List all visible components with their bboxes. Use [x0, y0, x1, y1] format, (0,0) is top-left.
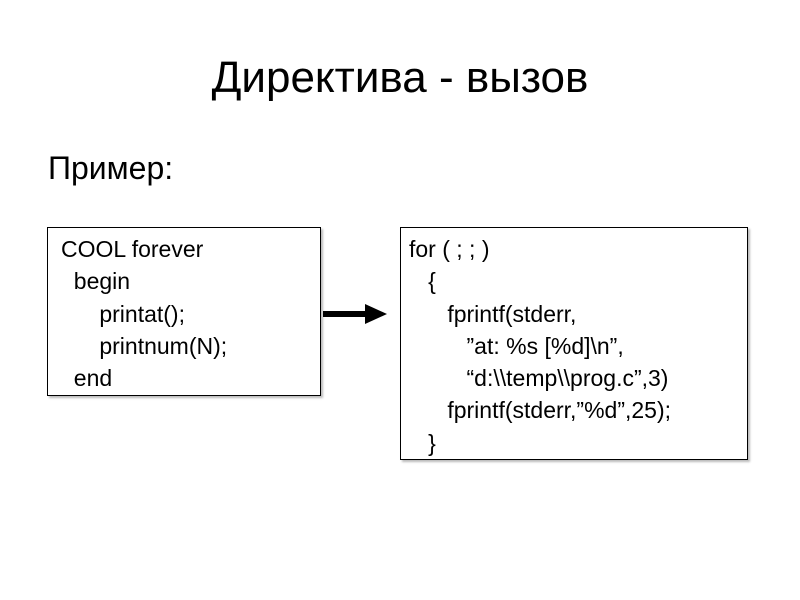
- code-line: {: [409, 268, 436, 295]
- code-line: ”at: %s [%d]\n”,: [409, 332, 624, 359]
- code-line: end: [61, 365, 113, 392]
- arrow-right-icon: [323, 304, 387, 324]
- slide-subtitle: Пример:: [48, 150, 174, 186]
- code-line: for ( ; ; ): [409, 236, 490, 262]
- slide-title: Директива - вызов: [211, 53, 589, 102]
- source-code-box: COOL forever begin printat(); printnum(N…: [47, 227, 321, 396]
- code-line: printat();: [61, 300, 185, 327]
- code-line: }: [409, 429, 436, 456]
- expanded-code-box: for ( ; ; ) { fprintf(stderr, ”at: %s [%…: [400, 227, 748, 460]
- code-line: printnum(N);: [61, 332, 228, 359]
- code-line: fprintf(stderr,: [409, 300, 577, 327]
- code-line: COOL forever: [61, 236, 204, 262]
- code-line: fprintf(stderr,”%d”,25);: [409, 397, 672, 424]
- code-line: “d:\\temp\\prog.c”,3): [409, 365, 669, 392]
- code-line: begin: [61, 268, 131, 295]
